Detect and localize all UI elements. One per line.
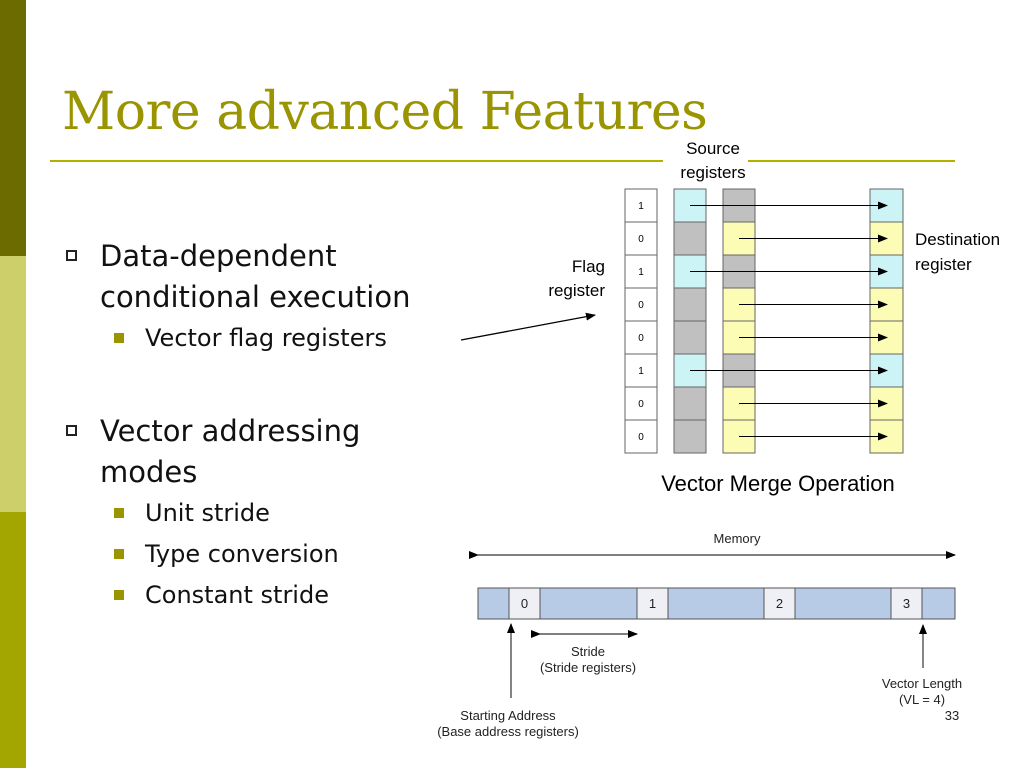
- flag-value: 0: [638, 333, 644, 344]
- sub-bullet-text: Unit stride: [145, 499, 270, 527]
- source-label-line1: Source: [686, 139, 740, 158]
- source-a-cell: [673, 419, 707, 454]
- source-a-cell: [673, 287, 707, 322]
- start-label-line2: (Base address registers): [437, 724, 579, 739]
- square-bullet-icon: [114, 590, 124, 600]
- memory-element-index: 3: [903, 596, 910, 611]
- merge-arrows: [690, 201, 888, 441]
- memory-stride-diagram: Memory 0 1 2 3 Stride (Stride registers) St…: [437, 531, 962, 739]
- flag-cell: [624, 419, 658, 454]
- source-label-line2: registers: [680, 163, 745, 182]
- flag-value: 1: [638, 267, 644, 278]
- vl-label-line2: (VL = 4): [899, 692, 945, 707]
- sub-bullet-constant-stride: Constant stride: [62, 575, 482, 616]
- sidebar-band-light: [0, 256, 26, 512]
- flag-cell: [624, 320, 658, 355]
- slide-title: More advanced Features: [62, 82, 708, 142]
- title-rule-right: [748, 160, 955, 162]
- memory-element-index: 0: [521, 596, 528, 611]
- flag-label-line1: Flag: [572, 257, 605, 276]
- flag-value: 1: [638, 201, 644, 212]
- memory-element: [890, 587, 923, 620]
- memory-element: [763, 587, 796, 620]
- source-a-cell: [673, 221, 707, 256]
- flag-value: 0: [638, 234, 644, 245]
- flag-cell: [624, 221, 658, 256]
- memory-elements: 0 1 2 3: [508, 587, 923, 620]
- sidebar-decoration: [0, 0, 26, 768]
- sub-bullet-flag-registers: Vector flag registers: [62, 318, 482, 359]
- sub-bullet-text: Constant stride: [145, 581, 329, 609]
- memory-element: [508, 587, 541, 620]
- page-number: 33: [945, 708, 959, 723]
- flag-value: 0: [638, 399, 644, 410]
- source-a-cell: [673, 386, 707, 421]
- bullet-line: conditional execution: [100, 280, 411, 314]
- bullet-line: Vector addressing: [100, 414, 361, 448]
- dest-label-line1: Destination: [915, 230, 1000, 249]
- stride-label-line2: (Stride registers): [540, 660, 636, 675]
- vl-label-line1: Vector Length: [882, 676, 962, 691]
- flag-pointer-arrow: [460, 312, 596, 341]
- flag-value: 1: [638, 366, 644, 377]
- sidebar-band-dark: [0, 0, 26, 256]
- hollow-square-bullet-icon: [66, 250, 77, 261]
- flag-label-line2: register: [548, 281, 605, 300]
- bullet-addressing-modes: Vector addressing modes: [62, 411, 482, 493]
- square-bullet-icon: [114, 333, 124, 343]
- title-rule-left: [50, 160, 663, 162]
- sub-bullet-type-conversion: Type conversion: [62, 534, 482, 575]
- flag-cell: [624, 287, 658, 322]
- bullet-conditional-execution: Data-dependent conditional execution: [62, 236, 482, 318]
- merge-caption: Vector Merge Operation: [661, 471, 895, 496]
- sub-bullet-unit-stride: Unit stride: [62, 493, 482, 534]
- square-bullet-icon: [114, 549, 124, 559]
- sub-bullet-text: Vector flag registers: [145, 324, 387, 352]
- memory-strip: [477, 587, 956, 620]
- square-bullet-icon: [114, 508, 124, 518]
- bullet-line: modes: [100, 455, 198, 489]
- flag-value: 0: [638, 300, 644, 311]
- flag-value: 0: [638, 432, 644, 443]
- source-a-cell: [673, 320, 707, 355]
- memory-element-index: 1: [649, 596, 656, 611]
- flag-cell: [624, 386, 658, 421]
- hollow-square-bullet-icon: [66, 425, 77, 436]
- bullet-list: Data-dependent conditional execution Vec…: [62, 236, 482, 616]
- start-label-line1: Starting Address: [460, 708, 556, 723]
- sidebar-band-mid: [0, 512, 26, 768]
- memory-label: Memory: [714, 531, 761, 546]
- memory-element-index: 2: [776, 596, 783, 611]
- flag-cell: [624, 254, 658, 289]
- stride-label-line1: Stride: [571, 644, 605, 659]
- sub-bullet-text: Type conversion: [145, 540, 339, 568]
- memory-element: [636, 587, 669, 620]
- merge-register-cells: 1 0 1 0 0 1 0 0: [624, 188, 904, 454]
- bullet-line: Data-dependent: [100, 239, 337, 273]
- dest-label-line2: register: [915, 255, 972, 274]
